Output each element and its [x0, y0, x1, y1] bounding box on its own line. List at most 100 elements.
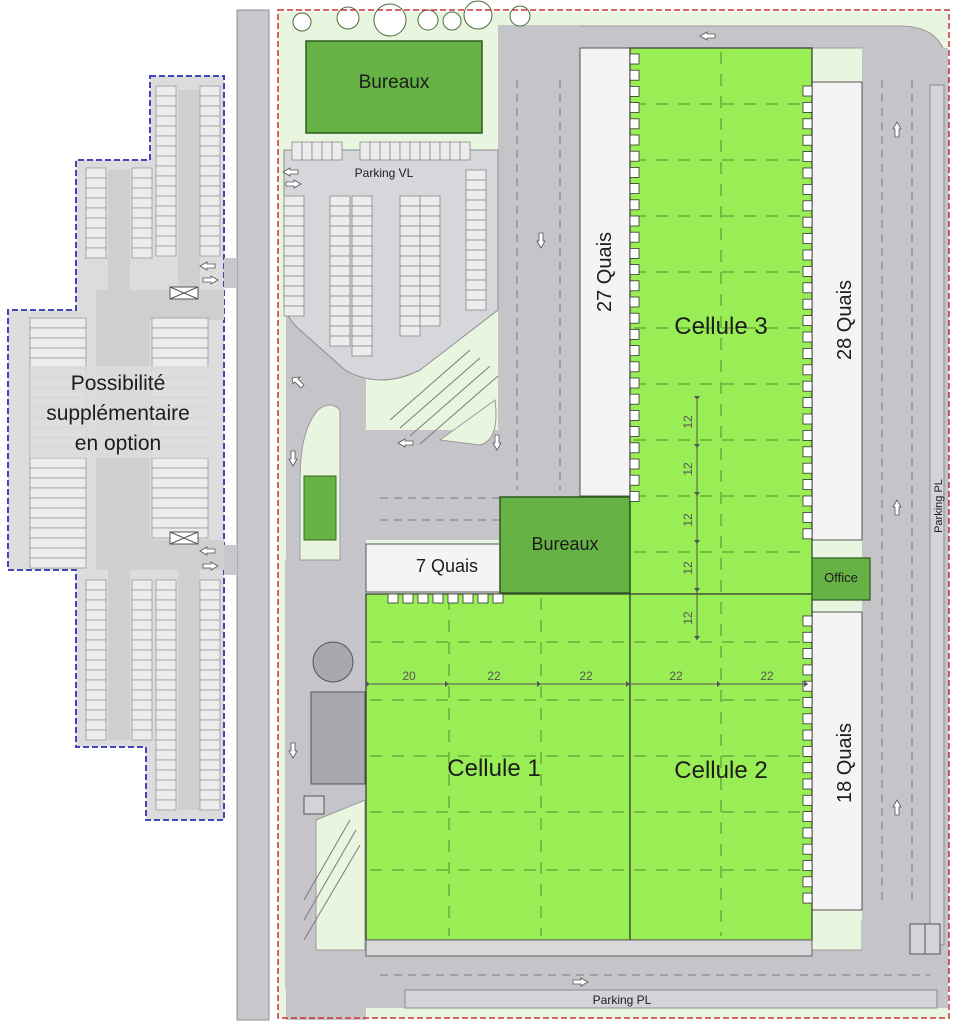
parking-stall — [359, 141, 371, 161]
parking-stall — [155, 95, 177, 107]
dock-door — [629, 280, 640, 292]
parking-stall — [131, 167, 153, 179]
parking-stall — [29, 557, 87, 569]
parking-stall — [199, 719, 221, 731]
dock-door — [629, 215, 640, 227]
dock-door — [802, 183, 813, 195]
parking-stall — [199, 145, 221, 157]
parking-stall — [351, 255, 373, 267]
parking-stall — [399, 205, 421, 217]
traffic-arrows — [288, 31, 902, 987]
parking-stall — [29, 327, 87, 339]
dock-door — [802, 648, 813, 659]
arrow-right-icon — [202, 275, 219, 285]
dock-strip-7 — [365, 543, 501, 593]
parking-stall — [465, 299, 487, 311]
parking-stall — [155, 115, 177, 127]
parking-stall — [199, 579, 221, 591]
parking-stall — [155, 155, 177, 167]
dock-door — [802, 729, 813, 741]
parking-stall — [131, 659, 153, 671]
arrow-down-icon — [536, 232, 546, 249]
parking-stall — [409, 141, 421, 161]
parking-stall — [85, 669, 107, 681]
building-apron — [365, 939, 813, 957]
dock-door — [802, 200, 813, 212]
dock-door — [802, 697, 813, 708]
parking-stall — [29, 507, 87, 519]
parking-stall — [199, 599, 221, 611]
parking-stall — [283, 265, 305, 277]
parking-stall — [29, 317, 87, 329]
parking-stall — [329, 295, 351, 307]
parking-stall — [155, 225, 177, 237]
cellule-3-label: Cellule 3 — [674, 313, 767, 340]
dock-door — [802, 413, 813, 425]
parking-stall — [311, 141, 323, 161]
dimension-label: 22 — [487, 669, 501, 683]
parking-stall — [199, 709, 221, 721]
parking-stall — [199, 689, 221, 701]
parking-stall — [283, 305, 305, 317]
parking-stall — [131, 177, 153, 189]
parking-stall — [419, 265, 441, 277]
parking-stall — [155, 739, 177, 751]
parking-stall — [29, 547, 87, 559]
arrow-down-icon — [288, 742, 298, 759]
dimension-tick — [694, 492, 700, 496]
option-label-line2: supplémentaire — [46, 402, 190, 425]
parking-stall — [399, 285, 421, 297]
parking-stall — [199, 789, 221, 801]
parking-stall — [155, 195, 177, 207]
dock-door — [802, 876, 813, 888]
parking-stall — [85, 197, 107, 209]
parking-stall — [199, 225, 221, 237]
parking-stall — [199, 245, 221, 257]
parking-stall — [351, 325, 373, 337]
parking-stall — [199, 699, 221, 711]
parking-stall — [283, 245, 305, 257]
parking-stall — [155, 589, 177, 601]
parking-stall — [199, 185, 221, 197]
dock-door — [629, 409, 640, 421]
parking-stall — [199, 115, 221, 127]
parking-stall — [329, 195, 351, 207]
parking-stall — [131, 649, 153, 661]
parking-stall — [29, 517, 87, 529]
dock-door — [629, 474, 640, 486]
parking-stall — [155, 789, 177, 801]
parking-stall — [419, 275, 441, 287]
dock-door — [802, 102, 813, 113]
arrow-right-icon — [202, 561, 219, 571]
dock-door — [387, 593, 399, 604]
parking-stall — [465, 169, 487, 181]
parking-stall — [399, 295, 421, 307]
parking-stall — [85, 187, 107, 199]
parking-stall — [85, 579, 107, 591]
office-label: Office — [824, 570, 858, 585]
parking-stall — [199, 589, 221, 601]
parking-stall — [155, 679, 177, 691]
parking-stall — [199, 739, 221, 751]
parking-stall — [283, 275, 305, 287]
bureaux-mid-label: Bureaux — [531, 534, 598, 554]
parking-stall — [419, 225, 441, 237]
parking-stall — [419, 205, 441, 217]
parking-stall — [199, 155, 221, 167]
parking-stall — [151, 507, 209, 519]
parking-stall — [85, 699, 107, 711]
parking-stall — [131, 729, 153, 741]
parking-stall — [199, 729, 221, 741]
parking-stall — [465, 269, 487, 281]
dock-door — [802, 778, 813, 790]
dock-door — [629, 231, 640, 243]
dock-door — [492, 593, 504, 604]
parking-stall — [329, 305, 351, 317]
dock-door — [802, 315, 813, 327]
parking-stall — [85, 599, 107, 611]
parking-stall — [419, 195, 441, 207]
dock-door — [402, 593, 414, 604]
dimension-tick — [717, 681, 721, 687]
parking-stall — [199, 659, 221, 671]
